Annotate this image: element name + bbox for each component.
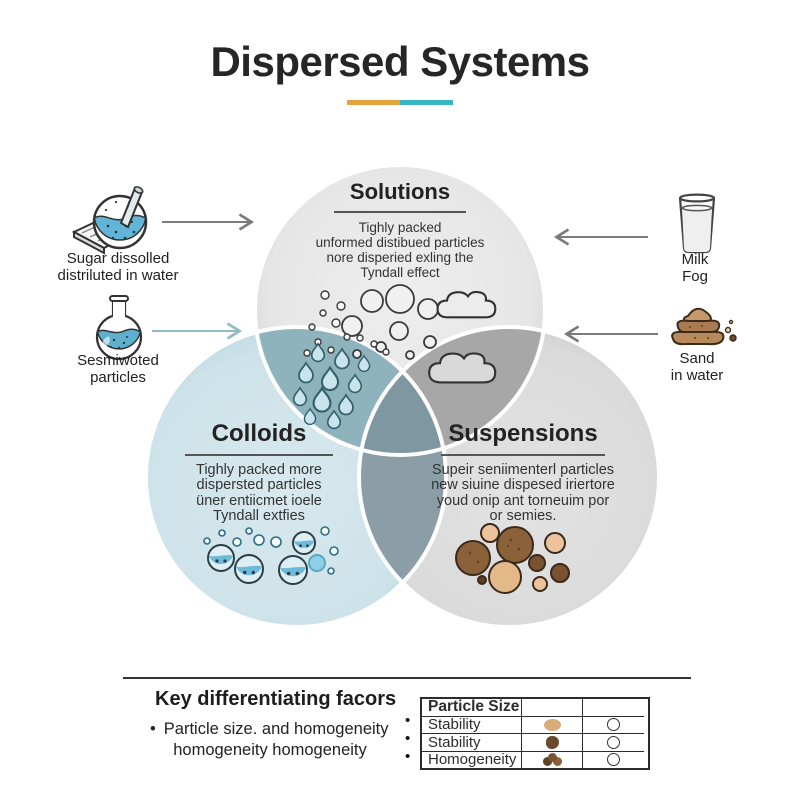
footer-divider	[123, 677, 691, 679]
colloids-line: Tyndall extfies	[213, 508, 305, 525]
particle-size-table: Particle Size Stability Stability Homoge…	[420, 697, 650, 770]
flask-label-line: particles	[90, 369, 146, 386]
open-circle-icon	[607, 735, 620, 749]
milk-label-line: Fog	[682, 268, 708, 285]
sugar-label-line: distriluted in water	[57, 267, 179, 284]
colloids-line: Tighly packed more	[196, 461, 322, 478]
open-circle-icon	[607, 753, 620, 767]
suspensions-heading-rule	[441, 454, 605, 456]
suspensions-text-block: Suspensions Supeir seniimenterl particle…	[411, 420, 635, 525]
sand-label-line: in water	[670, 367, 724, 384]
title-underline-right	[400, 100, 453, 105]
solutions-heading-rule	[334, 211, 466, 213]
page-title: Dispersed Systems	[210, 38, 590, 85]
sand-example-label: Sand in water	[647, 350, 747, 384]
colloids-line: üner entiicmet ioele	[196, 492, 322, 509]
solutions-text-block: Solutions Tighly packed unformed distibu…	[285, 179, 515, 280]
sugar-example-label: Sugar dissolled distriluted in water	[38, 250, 198, 284]
table-cell-marker	[583, 717, 644, 734]
milk-glass-icon	[678, 193, 716, 254]
arrows	[152, 213, 658, 343]
table-row-label: Stability	[422, 734, 522, 752]
flask-example-label: Sesmiwoted particles	[38, 352, 198, 386]
colloid-bubbles-icon	[203, 526, 339, 585]
table-header-cell: Particle Size	[422, 698, 522, 717]
suspensions-line: Supeir seniimenterl particles	[431, 461, 615, 478]
suspensions-outline	[357, 325, 661, 629]
table-cell-marker	[583, 752, 644, 769]
colloids-text-block: Colloids Tighly packed more dispersted p…	[147, 420, 371, 525]
title-underline	[347, 100, 453, 105]
solutions-line: nore disperied exling the	[326, 249, 474, 265]
colloids-outline	[144, 325, 448, 629]
bullet-glyph: •	[150, 720, 156, 738]
colloids-line: dispersted particles	[196, 477, 322, 494]
colloids-heading: Colloids	[211, 420, 307, 447]
tan-blob-icon	[543, 718, 561, 731]
table-cell-swatch	[522, 716, 583, 734]
suspensions-line: or semies.	[489, 508, 557, 525]
table-cell-swatch	[522, 751, 583, 768]
solutions-particles-icon	[303, 284, 439, 360]
table-row-label: Homogeneity	[422, 751, 522, 768]
table-cell-marker	[583, 734, 644, 752]
sediment-particles-icon	[455, 523, 570, 594]
droplets-icon	[292, 342, 371, 430]
beaker-stirrer-icon	[71, 186, 148, 255]
suspensions-line: youd onip ant torneuim por	[436, 492, 610, 509]
sand-pile-icon	[671, 307, 737, 346]
round-flask-icon	[95, 295, 143, 361]
colloids-heading-rule	[185, 454, 333, 456]
flask-label-line: Sesmiwoted	[77, 352, 159, 369]
table-row-bullets: • • •	[405, 712, 417, 767]
table-cell-swatch	[522, 734, 583, 752]
cloud-icon	[428, 290, 497, 384]
solutions-heading: Solutions	[349, 179, 451, 204]
solutions-line: unformed distibued particles	[315, 234, 485, 250]
solutions-colloids-overlap	[255, 327, 446, 455]
bullet-glyph: •	[405, 712, 411, 729]
footer-bullet-line: homogeneity homogeneity	[173, 741, 367, 759]
milk-example-label: Milk Fog	[645, 251, 745, 285]
brown-blob-icon	[545, 735, 559, 749]
solutions-line: Tighly packed	[358, 219, 442, 235]
solutions-line: Tyndall effect	[360, 264, 440, 280]
bullet-glyph: •	[405, 748, 411, 766]
solutions-suspensions-overlap	[359, 327, 545, 455]
sand-label-line: Sand	[679, 350, 715, 367]
footer-heading: Key differentiating facors	[155, 688, 397, 710]
footer-bullet-line: Particle size. and homogeneity	[163, 720, 389, 738]
open-circle-icon	[607, 718, 620, 732]
solutions-outline	[253, 163, 547, 457]
footer-bullet-list: • Particle size. and homogeneity homogen…	[150, 719, 390, 761]
suspensions-line: new siuine dispesed iriertore	[431, 477, 615, 494]
title-underline-left	[347, 100, 400, 105]
milk-label-line: Milk	[681, 251, 709, 268]
table-header-cell	[522, 699, 583, 717]
table-row-label: Stability	[422, 716, 522, 734]
brown-cluster-icon	[547, 753, 557, 763]
suspensions-heading: Suspensions	[448, 420, 598, 447]
bullet-glyph: •	[405, 730, 411, 748]
sugar-label-line: Sugar dissolled	[66, 250, 170, 267]
table-header-cell	[583, 699, 644, 717]
